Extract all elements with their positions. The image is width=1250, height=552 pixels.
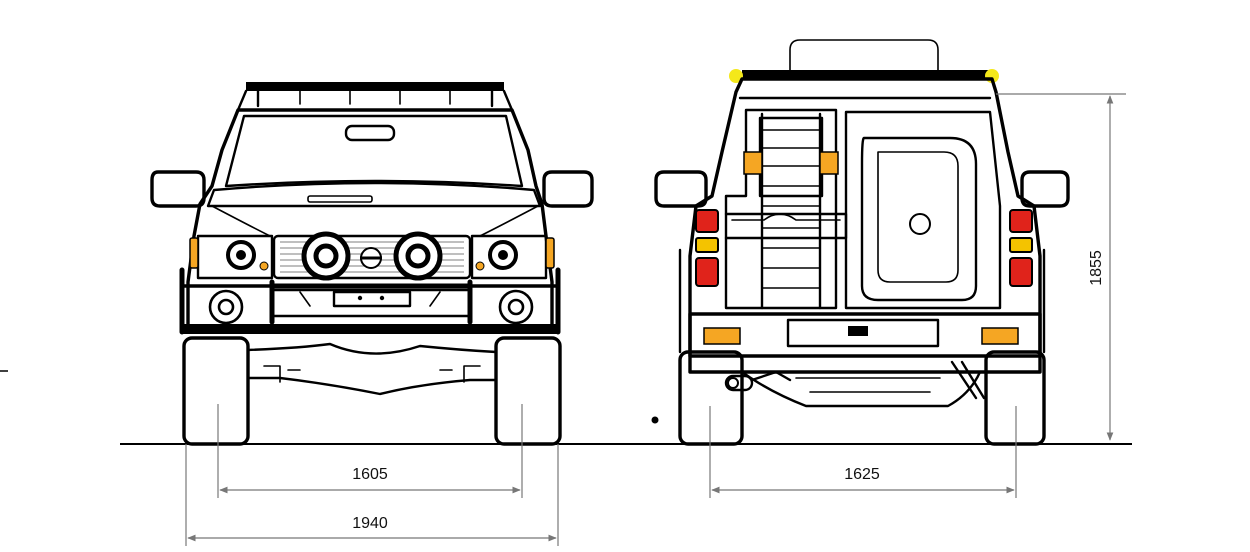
height-label: 1855	[1088, 250, 1105, 286]
rear-mirror-left	[654, 170, 708, 208]
tail-light-left-upper	[695, 209, 719, 233]
front-body-outline	[186, 108, 554, 334]
front-badge	[360, 247, 382, 269]
front-roof-rack	[236, 82, 514, 112]
indicator-right	[1009, 237, 1033, 253]
front-skid	[182, 324, 558, 334]
rear-wheel-left	[678, 350, 744, 446]
spare-carrier	[724, 212, 848, 240]
rear-view-mirror	[344, 124, 396, 142]
tail-light-right-lower	[1009, 257, 1033, 287]
rear-wheel-right	[984, 350, 1046, 446]
fog-light-right	[498, 289, 534, 325]
roof-marker-left	[729, 69, 743, 83]
hood	[206, 181, 542, 208]
rear-shock	[950, 360, 986, 400]
spare-tire	[860, 136, 978, 302]
front-bumper	[270, 288, 472, 318]
rear-body-outline	[688, 77, 1042, 374]
fog-light-left	[208, 289, 244, 325]
rear-mirror-right	[1020, 170, 1070, 208]
front-indicator-left	[189, 237, 199, 269]
spare-hub	[909, 213, 931, 235]
rear-bumper	[688, 312, 1042, 358]
tail-light-left-lower	[695, 257, 719, 287]
headlight-right-housing	[470, 234, 548, 280]
rear-door-left	[724, 108, 838, 310]
front-wheel-right	[494, 336, 562, 446]
front-view	[150, 82, 594, 446]
front-axle	[246, 342, 498, 396]
spot-light-left	[301, 231, 351, 281]
rear-track-label: 1625	[844, 466, 880, 483]
front-wheel-left	[182, 336, 250, 446]
indicator-left	[695, 237, 719, 253]
exhaust-pipe	[724, 370, 792, 392]
rear-reflector-right	[981, 327, 1019, 345]
rear-reflector-left	[703, 327, 741, 345]
front-windshield	[224, 114, 524, 188]
rear-stripe-right	[819, 151, 839, 175]
stray-dot	[651, 416, 659, 424]
dimension-lines	[185, 93, 1126, 546]
front-mirror-right	[542, 170, 594, 208]
rear-stripe-left	[743, 151, 763, 175]
front-track-label: 1605	[352, 466, 388, 483]
front-indicator-right	[545, 237, 555, 269]
spot-light-right	[393, 231, 443, 281]
license-plate-mount	[332, 290, 412, 308]
rear-door-right	[844, 110, 1002, 310]
roof-box	[789, 39, 939, 71]
front-mirror-left	[150, 170, 206, 208]
rear-view	[654, 39, 1070, 446]
rear-ladder	[760, 112, 822, 310]
front-grille	[272, 234, 472, 280]
hood-scoop	[307, 195, 373, 203]
rear-roof-rack	[742, 70, 992, 79]
rear-plate-mount	[786, 318, 940, 348]
tail-light-right-upper	[1009, 209, 1033, 233]
rear-axle	[740, 370, 982, 408]
overall-width-label: 1940	[352, 515, 388, 532]
